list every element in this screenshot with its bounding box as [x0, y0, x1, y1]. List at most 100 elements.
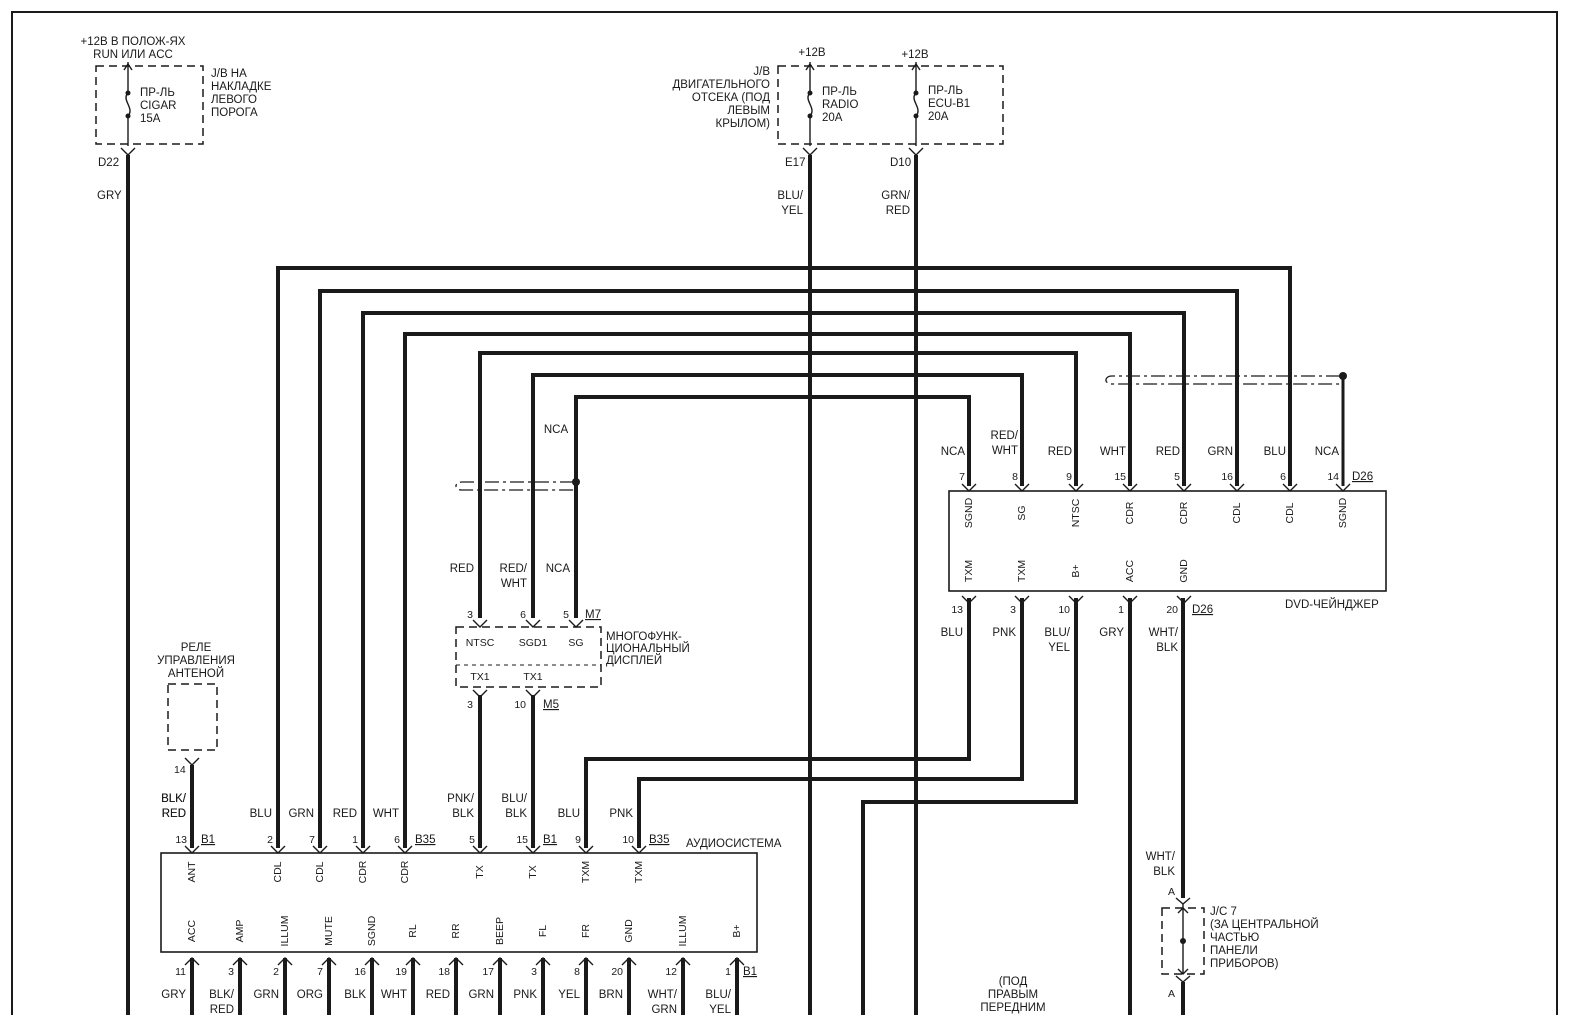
- fuse-ecu-l3: 20A: [928, 111, 949, 123]
- antenna-relay-l3: АНТЕНОЙ: [168, 667, 224, 680]
- display-nca-label: NCA: [544, 424, 569, 436]
- audio-connector-b1-b: B1: [543, 834, 557, 846]
- dvd-bottom-wire-4-0: WHT/: [1149, 627, 1179, 639]
- dvd-top-pin-7: 14: [1327, 471, 1339, 483]
- engine-jb-box: [777, 65, 1004, 145]
- fuse-cigar-l1: ПР-ЛЬ: [140, 87, 175, 99]
- left-jb-l4: ПОРОГА: [211, 107, 258, 119]
- display-top-connector: M7: [585, 609, 601, 621]
- engine-jb-l4: ЛЕВЫМ: [727, 105, 770, 117]
- dvd-top-wire-7-0: NCA: [1315, 446, 1340, 458]
- cigar-supply-label: +12В В ПОЛОЖ-ЯХ RUN ИЛИ ACC: [81, 36, 186, 61]
- dvd-top-pin-mark-1: [1014, 483, 1030, 492]
- audio-connector-b35-b: B35: [649, 834, 669, 846]
- antenna-relay-l1: РЕЛЕ: [181, 642, 212, 654]
- audio-bottom-wire-12-1: YEL: [709, 1004, 731, 1015]
- antenna-wire-l1: BLK/: [161, 793, 187, 805]
- audio-top-pin-mark-1: [270, 845, 286, 854]
- display-shield: [455, 481, 574, 491]
- display-name: МНОГОФУНК- ЦИОНАЛЬНЫЙ ДИСПЛЕЙ: [606, 631, 690, 667]
- audio-terminal-mute-b3: MUTE: [323, 916, 335, 946]
- dvd-top-wire-0-0: NCA: [941, 446, 966, 458]
- audio-bottom-pin-12: 1: [725, 966, 731, 978]
- jc7-top-mark: [1175, 897, 1191, 905]
- dvd-top-pin-mark-5: [1229, 483, 1245, 492]
- engine-jb-l3: ОТСЕКА (ПОД: [692, 92, 770, 104]
- jc7-wire-l1: WHT/: [1146, 851, 1176, 863]
- audio-terminal-acc-b0: ACC: [186, 919, 198, 942]
- dvd-terminal-cdl-6: CDL: [1284, 502, 1296, 523]
- dvd-bottom-wire-2-1: YEL: [1048, 642, 1070, 654]
- audio-top-wire-8-0: PNK: [609, 808, 633, 820]
- audio-terminal-tx-6: TX: [527, 865, 539, 878]
- dvd-top-pin-6: 6: [1280, 471, 1286, 483]
- audio-top-wire-0-1: RED: [162, 808, 186, 820]
- audio-terminal-fl-b8: FL: [537, 925, 549, 937]
- dvd-terminal-cdr-4: CDR: [1178, 501, 1190, 524]
- jc7-name-l4: ПАНЕЛИ: [1210, 945, 1258, 957]
- dvd-bottom-pin-3: 1: [1118, 604, 1124, 616]
- audio-terminal-cdl-1: CDL: [272, 861, 284, 882]
- audio-system-name: АУДИОСИСТЕМА: [686, 838, 782, 850]
- audio-bottom-wire-1-1: RED: [210, 1004, 234, 1015]
- left-jb-box: [95, 65, 204, 145]
- dvd-top-pin-2: 9: [1066, 471, 1072, 483]
- dvd-top-wire-6-0: BLU: [1264, 446, 1286, 458]
- audio-top-pin-3: 1: [352, 834, 358, 846]
- fuse-cigar-l3: 15A: [140, 113, 161, 125]
- antenna-relay-box: [167, 683, 218, 751]
- bottom-note-l2: ПРАВЫМ: [988, 989, 1038, 1001]
- dvd-shield: [1105, 375, 1340, 385]
- audio-bottom-pin-7: 17: [482, 966, 494, 978]
- dvd-terminal-acc-b3: ACC: [1124, 559, 1136, 582]
- audio-bottom-wire-7-0: GRN: [468, 989, 494, 1001]
- dvd-terminal-txm-b1: TXM: [1016, 560, 1028, 582]
- d22-connector-mark: [120, 147, 136, 156]
- engine-jb-label: J/B ДВИГАТЕЛЬНОГО ОТСЕКА (ПОД ЛЕВЫМ КРЫЛ…: [672, 66, 770, 130]
- cigar-fuse: ПР-ЛЬ CIGAR 15A: [123, 62, 176, 146]
- audio-bottom-wire-10-0: BRN: [599, 989, 623, 1001]
- audio-bottom-pin-2: 2: [273, 966, 279, 978]
- dvd-top-wire-4-0: RED: [1156, 446, 1180, 458]
- fuse-ecu-l2: ECU-B1: [928, 98, 970, 110]
- display-top-pin-mark-1: [525, 619, 541, 628]
- audio-top-pin-mark-2: [312, 845, 328, 854]
- audio-top-pin-mark-4: [397, 845, 413, 854]
- audio-bottom-wire-4-0: BLK: [344, 989, 366, 1001]
- dvd-top-pin-mark-4: [1176, 483, 1192, 492]
- display-top-pin-0: 3: [467, 609, 473, 621]
- display-top-wire-1-0: RED/: [500, 563, 528, 575]
- dvd-bottom-pin-1: 3: [1010, 604, 1016, 616]
- wire-grnred-l1: GRN/: [881, 190, 911, 202]
- dvd-bottom-connector: D26: [1192, 604, 1213, 616]
- audio-top-pin-8: 10: [622, 834, 634, 846]
- jc7-pin-top: A: [1168, 886, 1175, 898]
- audio-top-pin-6: 15: [516, 834, 528, 846]
- wire-bluyel-l2: YEL: [781, 205, 803, 217]
- audio-bottom-wire-9-0: YEL: [558, 989, 580, 1001]
- fuse-radio-l1: ПР-ЛЬ: [822, 86, 857, 98]
- audio-terminal-cdr-4: CDR: [399, 860, 411, 883]
- wire-txm-pnk: [637, 598, 1024, 848]
- dvd-terminal-sgnd-0: SGND: [963, 497, 975, 528]
- display-top-pin-1: 6: [520, 609, 526, 621]
- audio-top-wire-5-1: BLK: [452, 808, 474, 820]
- wire-ntsc-red: [478, 351, 1078, 618]
- display-box: [455, 626, 602, 688]
- bottom-note-l3: ПЕРЕДНИМ: [980, 1002, 1045, 1014]
- audio-terminal-ant-0: ANT: [186, 861, 198, 883]
- wire-bplus-bluyel: [861, 598, 1078, 1015]
- display-top-pin-2: 5: [563, 609, 569, 621]
- audio-bottom-wire-6-0: RED: [426, 989, 450, 1001]
- antenna-relay-name: РЕЛЕ УПРАВЛЕНИЯ АНТЕНОЙ: [157, 642, 235, 680]
- display-name-l3: ДИСПЛЕЙ: [606, 654, 662, 667]
- audio-terminal-fr-b9: FR: [580, 924, 592, 938]
- dvd-top-pin-mark-2: [1068, 483, 1084, 492]
- display-bottom-connector: M5: [543, 699, 559, 711]
- dvd-bottom-pin-4: 20: [1166, 604, 1178, 616]
- audio-bottom-pin-1: 3: [228, 966, 234, 978]
- engine-jb-l1: J/B: [753, 66, 770, 78]
- dvd-terminal-b-b2: B+: [1070, 564, 1082, 577]
- audio-top-wire-5-0: PNK/: [447, 793, 475, 805]
- audio-terminal-b-b12: B+: [731, 924, 743, 937]
